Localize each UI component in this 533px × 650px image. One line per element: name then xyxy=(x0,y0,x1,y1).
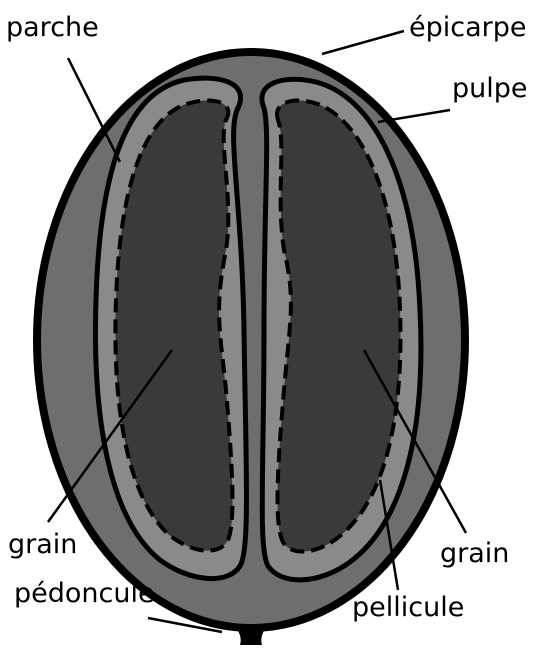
label-epicarpe: épicarpe xyxy=(409,14,527,41)
leader-epicarpe xyxy=(322,31,404,54)
label-parche: parche xyxy=(6,14,99,41)
label-grain-left: grain xyxy=(8,531,77,558)
label-pellicule: pellicule xyxy=(352,594,464,621)
label-pedoncule: pédoncule xyxy=(14,580,155,607)
label-grain-right: grain xyxy=(440,540,509,567)
label-pulpe: pulpe xyxy=(452,75,528,102)
